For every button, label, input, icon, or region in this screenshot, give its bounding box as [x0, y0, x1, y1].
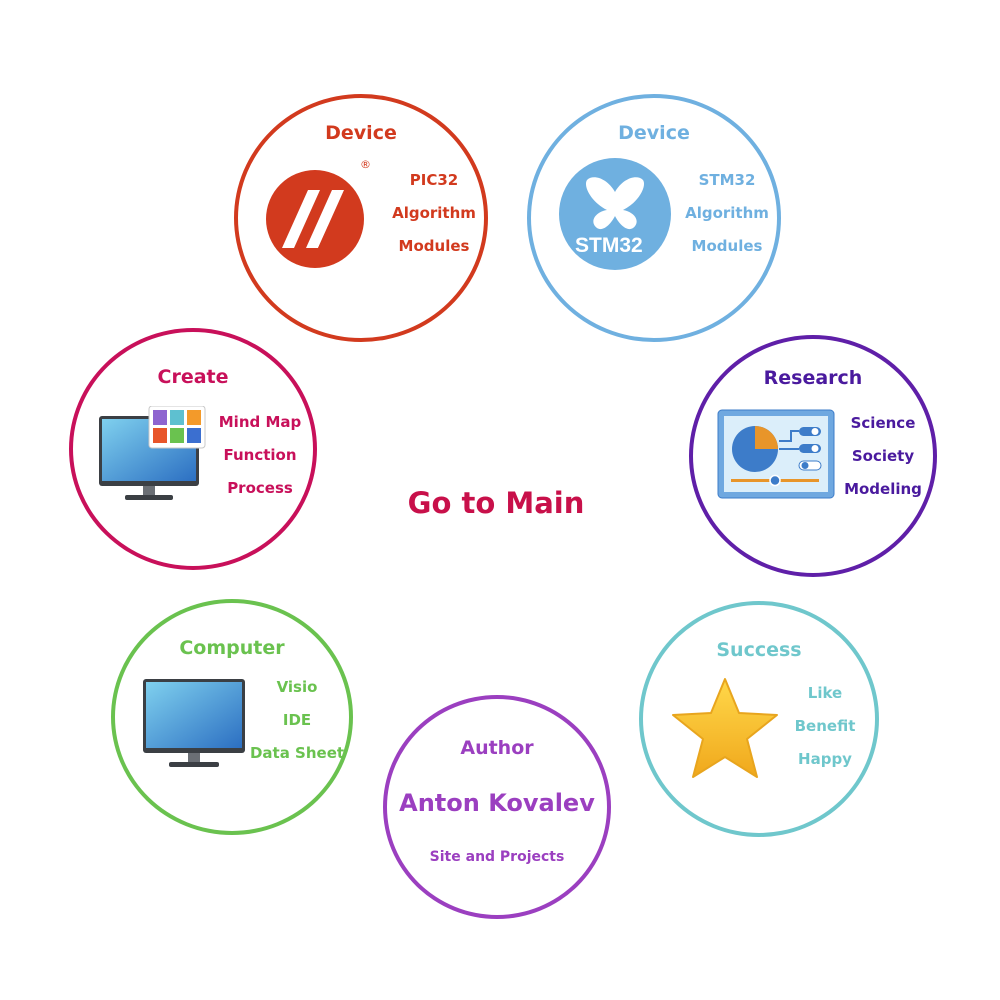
item-science[interactable]: Science: [850, 414, 916, 432]
item-society[interactable]: Society: [851, 447, 915, 465]
item-stm32[interactable]: STM32: [698, 171, 756, 189]
item-ide[interactable]: IDE: [282, 711, 312, 729]
item-benefit[interactable]: Benefit: [794, 717, 856, 735]
item-pic32[interactable]: PIC32: [409, 171, 459, 189]
microchip-logo-icon: [266, 170, 364, 268]
node-title: Computer: [179, 637, 285, 659]
author-node[interactable]: Author Anton Kovalev Site and Projects: [383, 695, 611, 919]
item-algorithm[interactable]: Algorithm: [392, 204, 476, 222]
star-icon: [672, 678, 778, 778]
node-title: Device: [618, 122, 690, 144]
node-title: Success: [716, 639, 802, 661]
item-happy[interactable]: Happy: [798, 750, 852, 768]
node-title: Research: [763, 367, 863, 389]
stm32-logo-text: STM32: [575, 234, 643, 257]
computer-node[interactable]: Computer Visio IDE Data Sheet: [111, 599, 353, 835]
device-stm32-node[interactable]: Device STM32 STM32 Algorithm Modules: [527, 94, 781, 342]
item-like[interactable]: Like: [807, 684, 843, 702]
monitor-with-tiles-icon: [99, 406, 206, 500]
item-mind-map[interactable]: Mind Map: [218, 413, 302, 431]
node-title: Device: [325, 122, 397, 144]
success-node[interactable]: Success Like Benefit Happy: [639, 601, 879, 837]
registered-mark: ®: [360, 158, 371, 171]
item-visio[interactable]: Visio: [276, 678, 318, 696]
site-and-projects-link[interactable]: Site and Projects: [429, 849, 565, 865]
item-data-sheet[interactable]: Data Sheet: [249, 744, 345, 762]
device-pic32-node[interactable]: Device ® PIC32 Algorithm Modules: [234, 94, 488, 342]
dashboard-pie-chart-icon: [717, 409, 835, 499]
node-title: Author: [460, 737, 534, 759]
stm32-butterfly-logo-icon: [559, 158, 671, 270]
research-node[interactable]: Research Science Society Modeling: [689, 335, 937, 577]
author-name[interactable]: Anton Kovalev: [399, 789, 595, 817]
item-algorithm[interactable]: Algorithm: [685, 204, 769, 222]
item-process[interactable]: Process: [227, 479, 293, 497]
desktop-monitor-icon: [143, 679, 245, 767]
node-title: Create: [157, 366, 229, 388]
item-modeling[interactable]: Modeling: [844, 480, 922, 498]
item-modules[interactable]: Modules: [691, 237, 763, 255]
item-function[interactable]: Function: [223, 446, 297, 464]
go-to-main-link[interactable]: Go to Main: [407, 486, 585, 520]
item-modules[interactable]: Modules: [398, 237, 470, 255]
create-node[interactable]: Create Mind Map Function Process: [69, 328, 317, 570]
